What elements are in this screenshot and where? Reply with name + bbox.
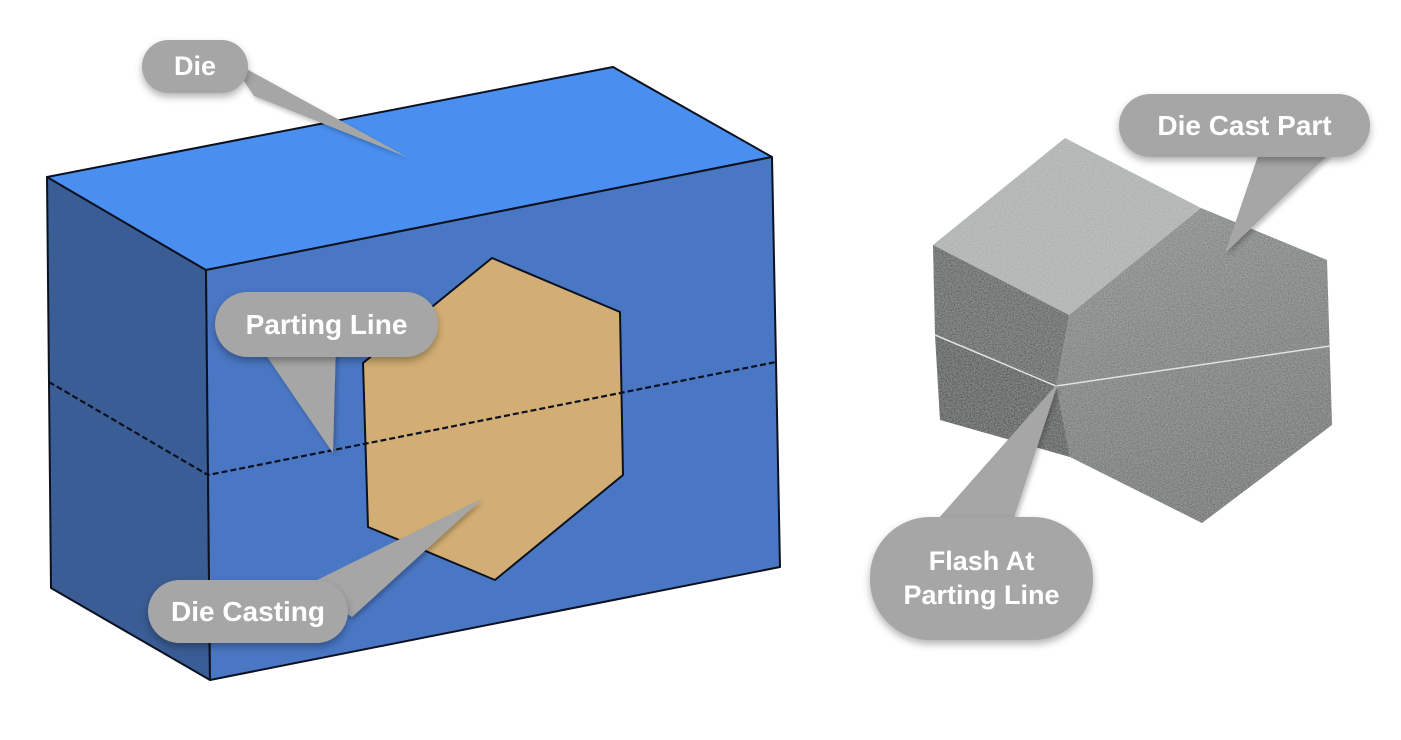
part-parting-line-front (934, 334, 1057, 387)
die-cast-part-callout-label: Die Cast Part (1157, 110, 1332, 141)
parting-line-callout-tail (257, 342, 336, 453)
die-callout: Die (142, 40, 248, 93)
die-casting-callout: Die Casting (148, 580, 348, 643)
flash-callout-tail (930, 383, 1058, 528)
parting-line-callout-label: Parting Line (245, 309, 408, 340)
callout-tails (230, 60, 1330, 617)
die-callout-tail (230, 60, 407, 157)
flash-callout-label-line1: Flash At (928, 545, 1035, 576)
die-callout-label: Die (173, 50, 217, 81)
flash-callout-label-line2: Parting Line (903, 579, 1060, 610)
die-cast-part-callout-tail (1225, 150, 1330, 253)
flash-at-parting-line-callout: Flash At Parting Line (870, 517, 1093, 640)
die-assembly-graphic (46, 66, 781, 681)
part-top-face (933, 138, 1201, 315)
part-front-upper-face (933, 245, 1069, 384)
die-casting-callout-tail (303, 498, 483, 617)
die-parting-line (48, 360, 777, 477)
die-casting-callout-label: Die Casting (170, 596, 326, 627)
die-cast-part-callout: Die Cast Part (1119, 94, 1370, 157)
parting-line-callout: Parting Line (215, 292, 438, 357)
part-parting-line-end (1055, 345, 1331, 387)
